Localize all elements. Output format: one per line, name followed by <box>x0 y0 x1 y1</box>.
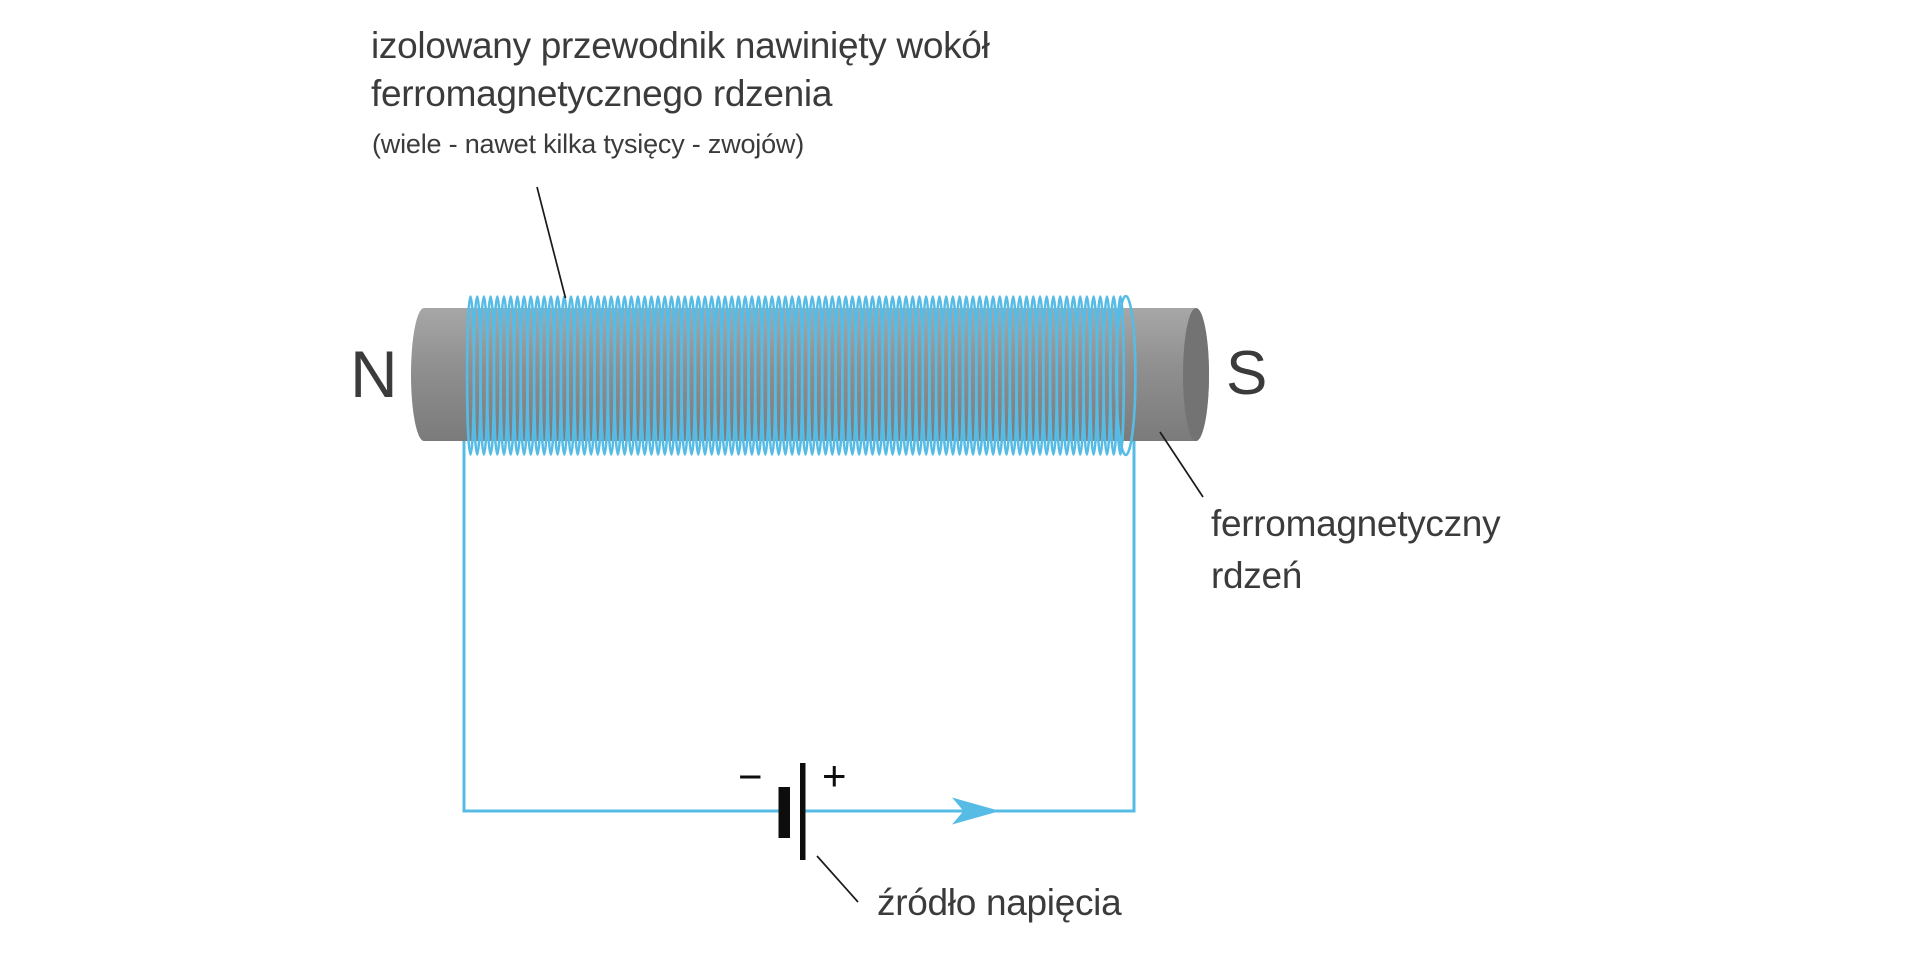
coil-label-line1: izolowany przewodnik nawinięty wokół <box>371 25 990 66</box>
coil-pointer-line <box>536 186 567 299</box>
battery-negative-plate <box>778 787 790 838</box>
battery-symbol <box>778 763 806 860</box>
north-pole-letter: N <box>350 337 398 411</box>
core-pointer-line <box>1159 431 1204 498</box>
coil-turn <box>1114 294 1137 457</box>
battery-pointer-line <box>816 855 859 903</box>
coil-label-note: (wiele - nawet kilka tysięcy - zwojów) <box>372 129 805 159</box>
core-cylinder-end-cap <box>1183 308 1209 441</box>
battery-positive-plate <box>800 763 806 860</box>
right-circuit-wire <box>805 430 1136 813</box>
coil-label-line2: ferromagnetycznego rdzenia <box>371 73 833 114</box>
battery-plus-sign: + <box>822 752 847 799</box>
core-label-line1: ferromagnetyczny <box>1211 503 1501 544</box>
coil-winding <box>465 294 1137 457</box>
left-circuit-wire <box>462 400 779 813</box>
south-pole-letter: S <box>1226 339 1268 408</box>
current-direction-arrow-icon <box>952 797 1000 825</box>
battery-minus-sign: − <box>738 753 763 800</box>
voltage-source-label: źródło napięcia <box>877 882 1122 923</box>
core-label-line2: rdzeń <box>1211 555 1303 596</box>
